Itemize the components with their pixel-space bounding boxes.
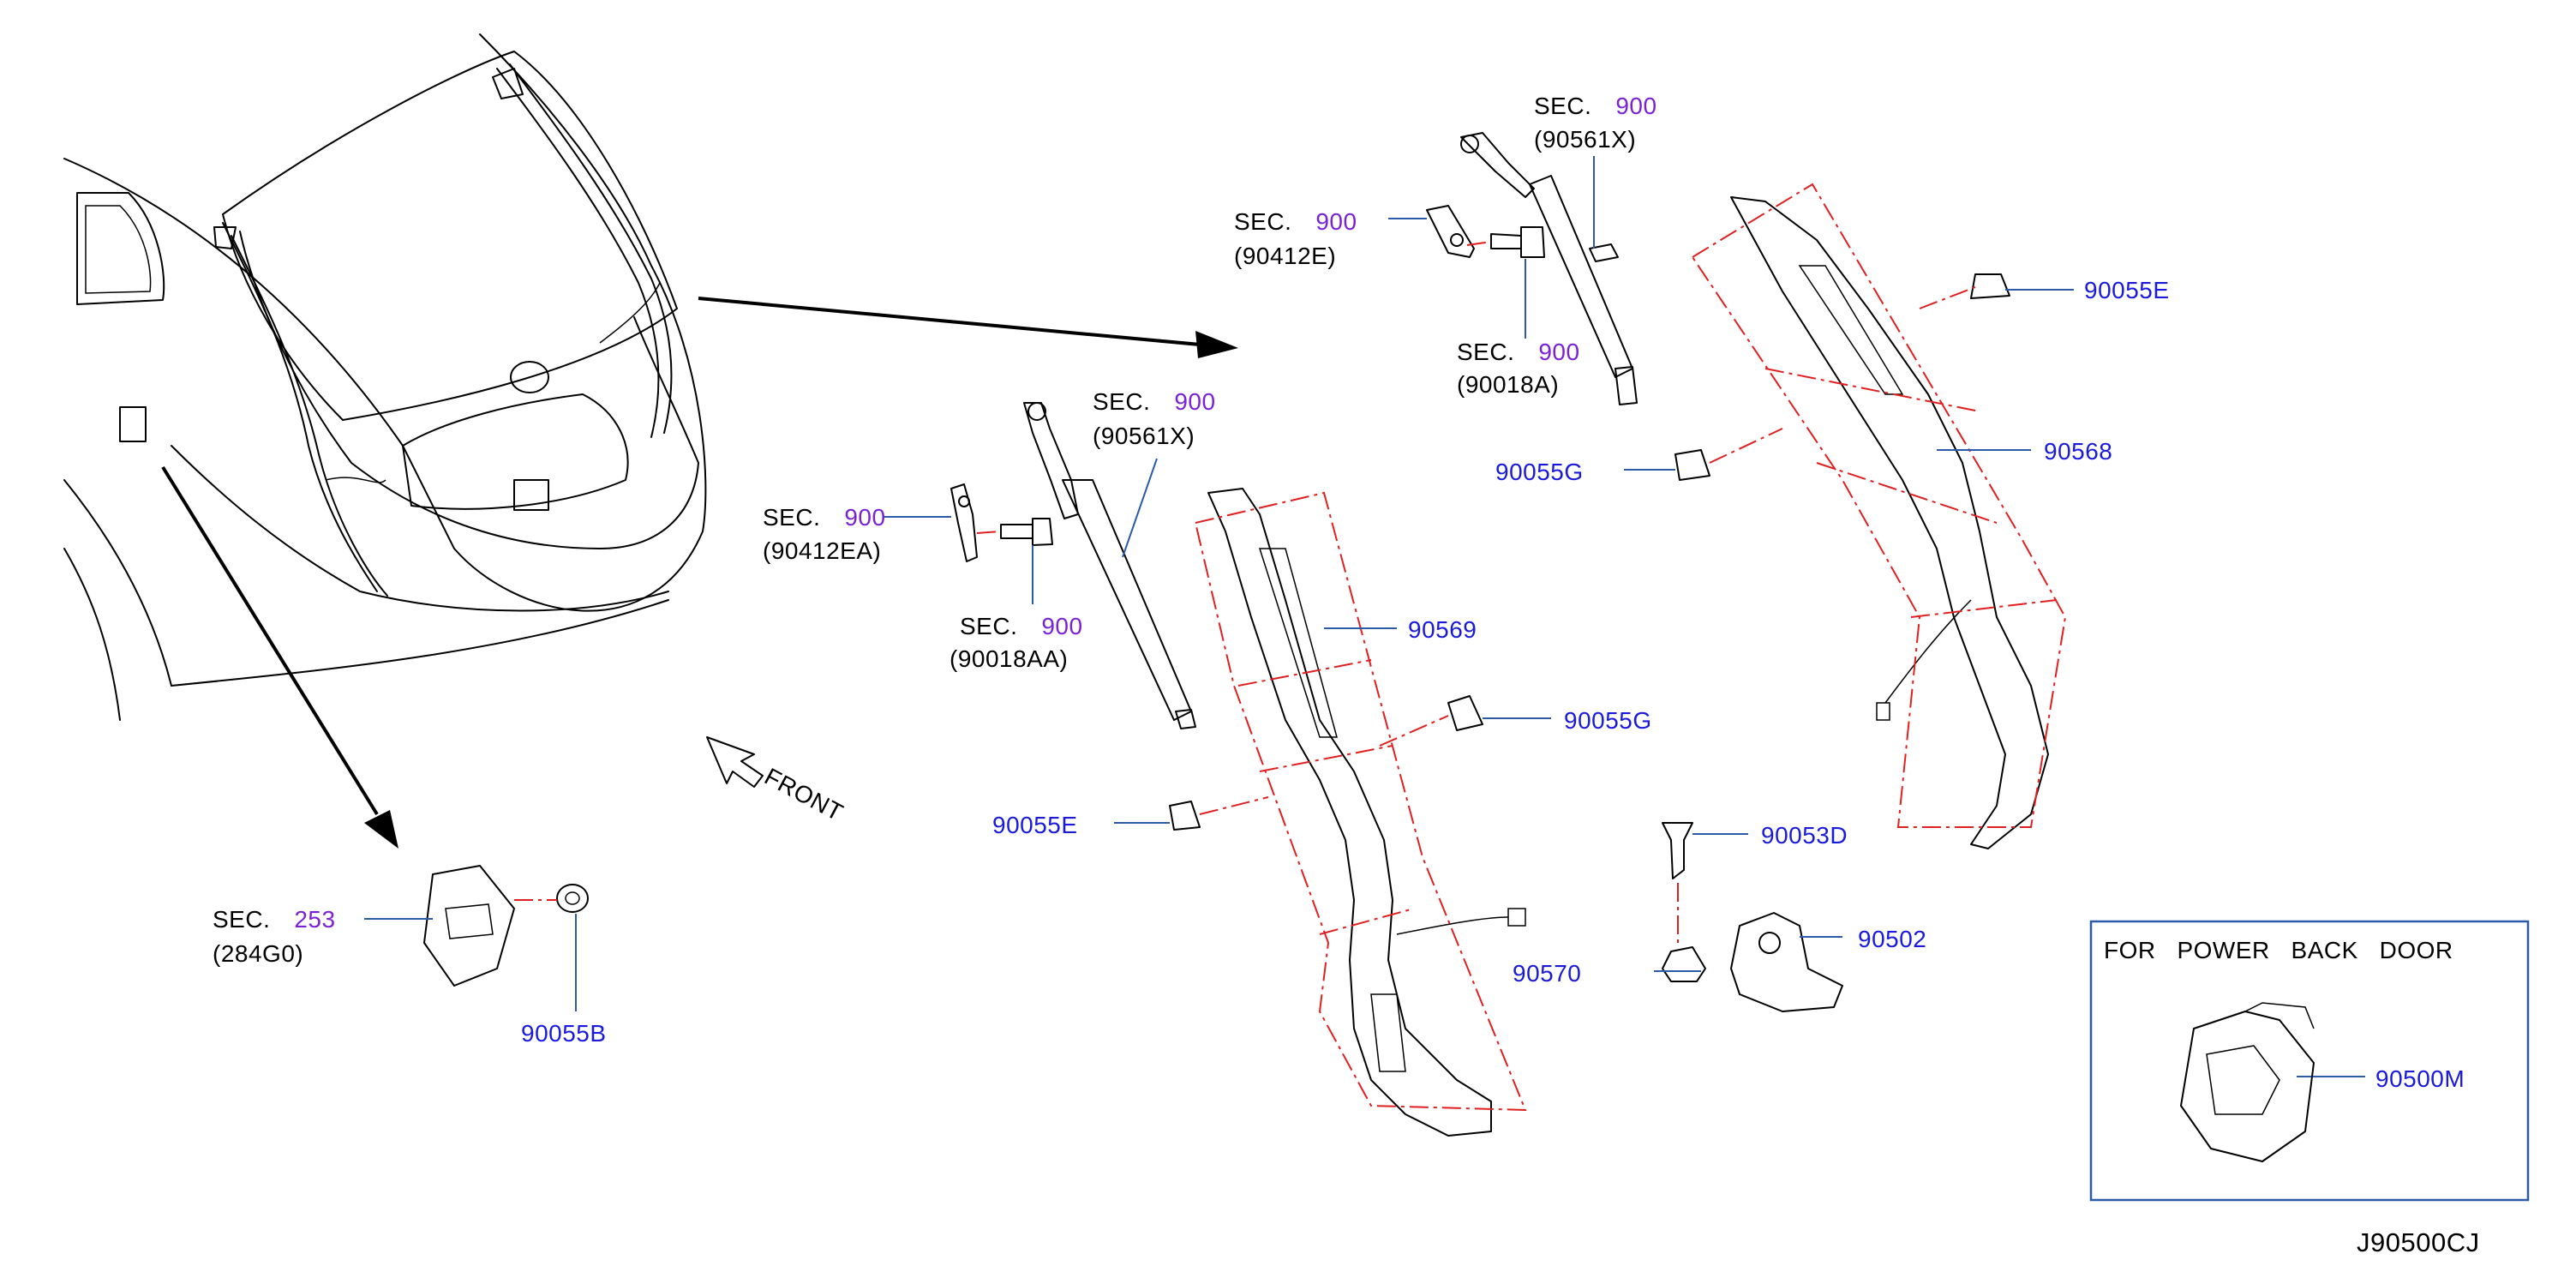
callout-sec900-90561x-mid: SEC.900 (1093, 388, 1216, 415)
control-unit-284g0 (423, 865, 515, 987)
callout-sec253-284g0: SEC.253 (213, 906, 336, 933)
callout-labels: SEC.900 (90561X) SEC.900 (90412E) SEC.90… (213, 93, 1657, 967)
part-label-90502: 90502 (1858, 926, 1926, 952)
part-label-90570: 90570 (1513, 960, 1581, 987)
part-label-90055g-top: 90055G (1495, 459, 1584, 485)
clip-90055g-top (1674, 449, 1710, 481)
bracket-90412e (1426, 205, 1475, 258)
part-label-90053d: 90053D (1761, 822, 1848, 849)
part-label-90055g-mid: 90055G (1564, 707, 1652, 734)
vehicle-rear-illustration (63, 33, 707, 721)
inset-title: FOR POWER BACK DOOR (2104, 937, 2453, 963)
detail-arrows (161, 297, 1238, 849)
callout-sec900-90412ea: SEC.900 (763, 504, 886, 531)
screw-90053d (1662, 822, 1693, 879)
callout-sec900-90018aa: SEC.900 (960, 613, 1083, 639)
callout-sec900-90018a: SEC.900 (1457, 339, 1580, 365)
callout-code-90018a: (90018A) (1457, 371, 1559, 398)
door-closure-actuator-90500m (2180, 1002, 2315, 1162)
clip-90055e-top (1970, 273, 2010, 299)
callout-code-90561x-top: (90561X) (1534, 126, 1636, 153)
bolt-90018aa (1000, 518, 1053, 546)
bracket-90412ea (950, 483, 978, 562)
callout-sec900-90561x-top: SEC.900 (1534, 93, 1657, 119)
callout-code-284g0: (284G0) (213, 940, 303, 967)
part-label-90568: 90568 (2044, 438, 2112, 465)
front-label: FRONT (760, 763, 848, 826)
leader-lines (364, 156, 2365, 1077)
clip-90055e-mid (1169, 801, 1201, 831)
front-direction-indicator: FRONT (706, 736, 848, 826)
trim-90569 (1207, 488, 1526, 1137)
power-back-door-inset (2089, 920, 2530, 1202)
part-label-90500m: 90500M (2375, 1065, 2465, 1092)
part-label-90055e-top: 90055E (2084, 277, 2170, 303)
callout-code-90561x-mid: (90561X) (1093, 423, 1195, 449)
washer-90570 (1662, 946, 1706, 982)
part-number-labels: 90055E 90568 90055G 90569 90055G 90055E … (521, 277, 2465, 1092)
callout-sec900-90412e: SEC.900 (1234, 208, 1357, 235)
right-gas-stay (1460, 132, 1638, 405)
striker-90502 (1730, 912, 1843, 1012)
callout-code-90018aa: (90018AA) (950, 645, 1068, 672)
part-label-90055e-mid: 90055E (992, 812, 1078, 838)
left-gas-stay (1023, 402, 1196, 729)
clip-90055g-mid (1447, 695, 1483, 731)
part-label-90055b: 90055B (521, 1020, 607, 1047)
callout-code-90412ea: (90412EA) (763, 537, 881, 564)
nut-90055b (556, 884, 589, 913)
trim-90568 (1730, 196, 2049, 849)
diagram-code: J90500CJ (2357, 1227, 2480, 1257)
bolt-90018a (1490, 226, 1545, 258)
part-label-90569: 90569 (1408, 616, 1477, 643)
callout-code-90412e: (90412E) (1234, 243, 1336, 269)
